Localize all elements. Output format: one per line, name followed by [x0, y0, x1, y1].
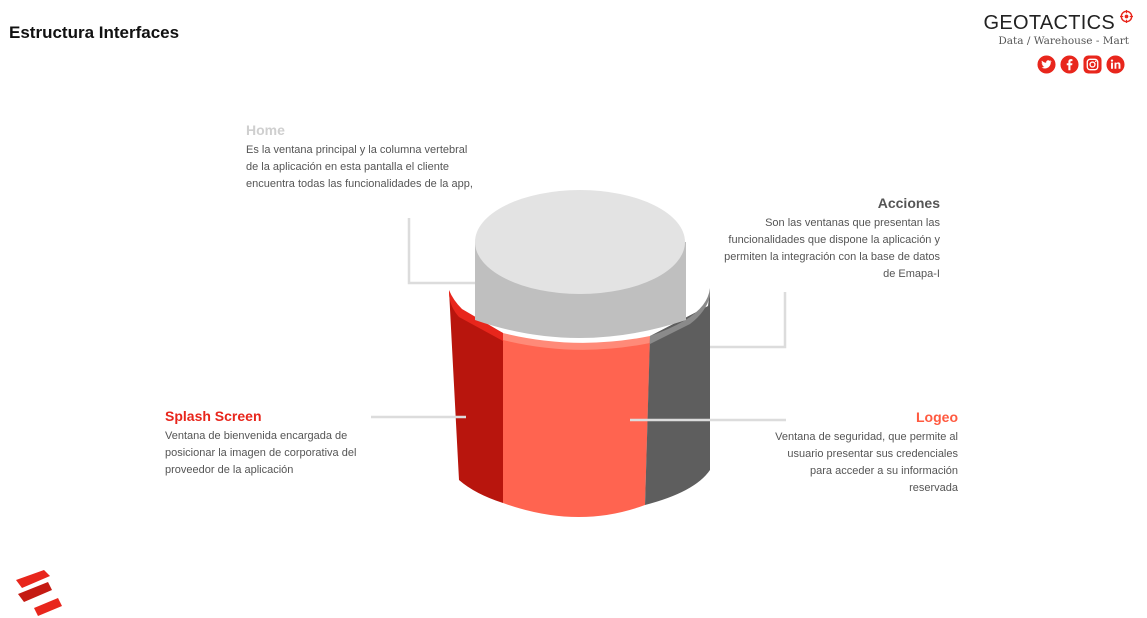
home-description: Es la ventana principal y la columna ver… [246, 144, 473, 190]
instagram-icon[interactable] [1083, 55, 1102, 74]
acciones-rim [650, 288, 710, 344]
logeo-callout: Logeo Ventana de seguridad, que permite … [770, 409, 958, 497]
acciones-title: Acciones [877, 195, 940, 211]
home-callout: Home Es la ventana principal y la column… [246, 122, 478, 193]
acciones-callout: Acciones Son las ventanas que presentan … [712, 195, 940, 283]
splash-rim [449, 290, 503, 341]
acciones-description: Son las ventanas que presentan las funci… [724, 217, 940, 280]
splash-segment [449, 290, 503, 503]
page-title: Estructura Interfaces [9, 23, 180, 42]
brand-tagline: Data / Warehouse - Mart [998, 35, 1129, 47]
crosshair-icon [1120, 10, 1133, 23]
social-links [979, 55, 1129, 74]
linkedin-icon[interactable] [1106, 55, 1125, 74]
corner-logo-icon [16, 570, 62, 616]
home-leader-line [407, 218, 488, 285]
brand-logo: GEOTACTICS [983, 10, 1133, 34]
splash-callout: Splash Screen Ventana de bienvenida enca… [165, 408, 375, 479]
twitter-icon[interactable] [1037, 55, 1056, 74]
home-title: Home [246, 122, 285, 138]
home-top [475, 190, 685, 294]
splash-description: Ventana de bienvenida encargada de posic… [165, 430, 357, 476]
splash-title: Splash Screen [165, 408, 262, 424]
logeo-description: Ventana de seguridad, que permite al usu… [775, 431, 958, 494]
brand-name: GEOTACTICS [983, 12, 1115, 34]
brand-block: GEOTACTICS Data / Warehouse - Mart [979, 10, 1133, 74]
logeo-rim [503, 333, 650, 350]
acciones-leader-line [688, 292, 787, 349]
logeo-title: Logeo [916, 409, 958, 425]
acciones-segment [645, 290, 710, 505]
logeo-segment [503, 335, 650, 518]
facebook-icon[interactable] [1060, 55, 1079, 74]
